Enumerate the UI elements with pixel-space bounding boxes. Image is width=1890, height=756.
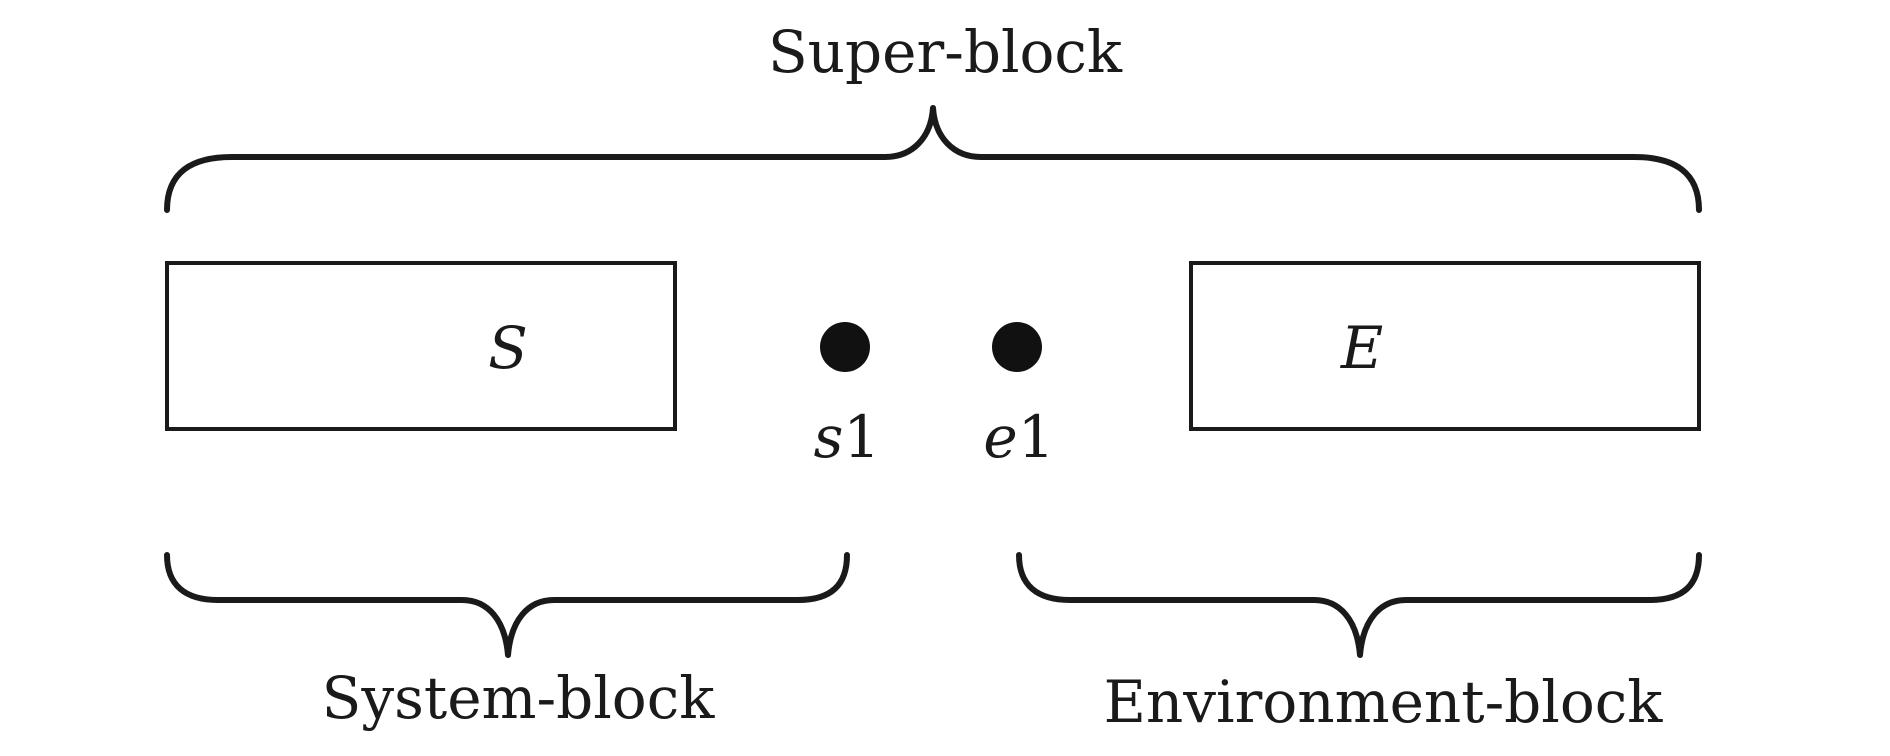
site-s1-letter: s xyxy=(814,403,844,471)
system-block-brace xyxy=(164,552,850,658)
site-e1-index: 1 xyxy=(1018,403,1055,471)
environment-block-rect xyxy=(1189,261,1701,431)
system-block-rect xyxy=(165,261,677,431)
environment-block-symbol: E xyxy=(1340,314,1383,382)
system-block-symbol: S xyxy=(488,314,528,382)
site-s1-dot xyxy=(820,322,870,372)
site-s1-label: s1 xyxy=(814,403,881,471)
site-s1-index: 1 xyxy=(843,403,880,471)
super-block-label: Super-block xyxy=(768,18,1123,86)
site-e1-dot xyxy=(992,322,1042,372)
environment-block-brace xyxy=(1016,552,1702,658)
environment-block-label: Environment-block xyxy=(1104,668,1664,736)
site-e1-letter: e xyxy=(983,403,1017,471)
super-block-brace xyxy=(164,105,1702,213)
system-block-label: System-block xyxy=(322,664,716,732)
site-e1-label: e1 xyxy=(983,403,1054,471)
